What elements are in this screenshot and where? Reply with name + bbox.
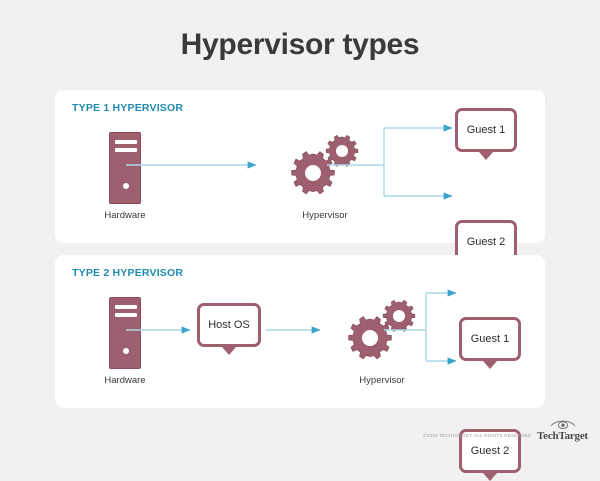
node-guest-1-type1: Guest 1 bbox=[455, 108, 517, 160]
tower-slot-icon bbox=[115, 148, 137, 152]
tower-power-dot-icon bbox=[123, 348, 129, 354]
node-label-guest-2: Guest 2 bbox=[466, 236, 506, 248]
node-label-hardware: Hardware bbox=[104, 210, 146, 221]
monitor-icon: Host OS bbox=[197, 303, 261, 347]
techtarget-wordmark: TechTarget bbox=[537, 430, 588, 442]
tower-slot-icon bbox=[115, 305, 137, 309]
node-label-host-os: Host OS bbox=[208, 319, 250, 331]
copyright-text: ©2016 TECHTARGET, ALL RIGHTS RESERVED bbox=[423, 433, 532, 438]
monitor-stand-icon bbox=[479, 152, 493, 160]
node-label-hypervisor: Hypervisor bbox=[359, 375, 405, 386]
monitor-stand-icon bbox=[222, 347, 236, 355]
page-title: Hypervisor types bbox=[180, 28, 420, 61]
panel-type-1-hypervisor: TYPE 1 HYPERVISOR Hardware bbox=[55, 90, 545, 272]
panel-type-2-hypervisor: TYPE 2 HYPERVISOR Hardware Host OS bbox=[55, 255, 545, 481]
monitor-icon: Guest 1 bbox=[455, 108, 517, 152]
node-guest-1-type2: Guest 1 bbox=[459, 317, 521, 369]
monitor-icon: Guest 1 bbox=[459, 317, 521, 361]
tower-slot-icon bbox=[115, 140, 137, 144]
gears-icon bbox=[280, 132, 370, 198]
node-label-guest-1: Guest 1 bbox=[470, 333, 510, 345]
diagram-canvas: Hypervisor types TYPE 1 HYPERVISOR Hardw… bbox=[55, 28, 588, 481]
panel-heading-type-1: TYPE 1 HYPERVISOR bbox=[72, 102, 184, 114]
node-label-hypervisor: Hypervisor bbox=[302, 210, 348, 221]
panel-heading-type-2: TYPE 2 HYPERVISOR bbox=[72, 267, 184, 279]
tower-power-dot-icon bbox=[123, 183, 129, 189]
node-hardware-type1: Hardware bbox=[85, 132, 165, 221]
node-hardware-type2: Hardware bbox=[85, 297, 165, 386]
eye-icon bbox=[550, 420, 575, 430]
techtarget-logo: TechTarget bbox=[537, 419, 588, 442]
node-host-os: Host OS bbox=[197, 303, 261, 355]
monitor-stand-icon bbox=[483, 361, 497, 369]
server-tower-icon bbox=[109, 297, 141, 369]
server-tower-icon bbox=[109, 132, 141, 204]
monitor-stand-icon bbox=[483, 473, 497, 481]
node-label-guest-2: Guest 2 bbox=[470, 445, 510, 457]
node-hypervisor-type2: Hypervisor bbox=[337, 297, 427, 386]
node-hypervisor-type1: Hypervisor bbox=[280, 132, 370, 221]
node-label-hardware: Hardware bbox=[104, 375, 146, 386]
gears-icon bbox=[337, 297, 427, 363]
footer: ©2016 TECHTARGET, ALL RIGHTS RESERVED Te… bbox=[423, 419, 588, 442]
tower-slot-icon bbox=[115, 313, 137, 317]
node-label-guest-1: Guest 1 bbox=[466, 124, 506, 136]
